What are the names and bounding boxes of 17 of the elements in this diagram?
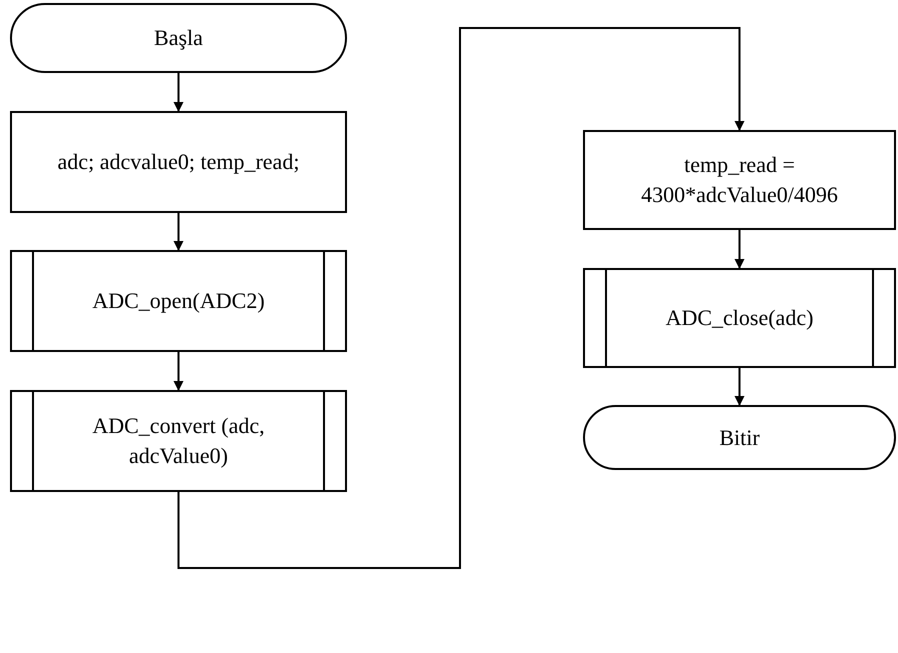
- arrow: [174, 352, 184, 391]
- process-box: [10, 111, 347, 213]
- process-box: [583, 130, 896, 230]
- arrow: [734, 230, 744, 269]
- node-text: ADC_close(adc): [664, 304, 814, 332]
- node-text: Başla: [153, 24, 204, 52]
- arrow: [174, 73, 184, 112]
- arrow: [734, 368, 744, 406]
- subroutine-box: [10, 390, 347, 492]
- node-text: temp_read = 4300*adcValue0/4096: [640, 151, 839, 209]
- node-text: adc; adcvalue0; temp_read;: [56, 148, 300, 176]
- subroutine-box: [10, 250, 347, 352]
- node-text: ADC_open(ADC2): [91, 287, 266, 315]
- subroutine-box: [583, 268, 896, 368]
- node-text: Bitir: [718, 424, 761, 452]
- node-text: ADC_convert (adc, adcValue0): [91, 412, 266, 470]
- arrow: [174, 213, 184, 251]
